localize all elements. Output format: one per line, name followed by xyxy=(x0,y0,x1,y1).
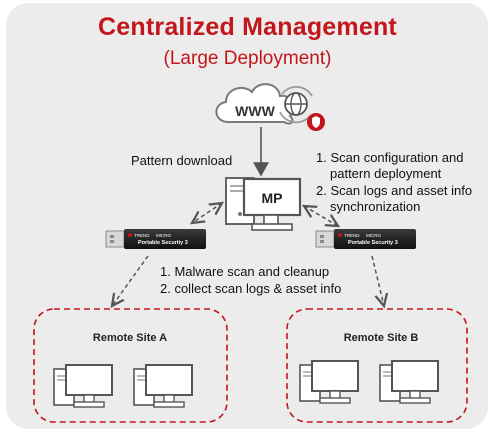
computer-icon xyxy=(53,364,113,408)
usb-stick-right: TREND MICRO Portable Security 3 xyxy=(315,229,416,249)
usb-left-brand: TREND xyxy=(134,233,150,238)
usb-stick-left: TREND MICRO Portable Security 3 xyxy=(105,229,206,249)
right-step2-line1: 2. Scan logs and asset info xyxy=(316,183,473,198)
middle-step1: 1. Malware scan and cleanup xyxy=(160,264,330,279)
mp-label: MP xyxy=(262,190,283,206)
mp-server-computer: MP xyxy=(225,177,302,231)
right-step1-line1: 1. Scan configuration and xyxy=(316,150,464,165)
right-step2-line2: synchronization xyxy=(330,199,421,214)
remote-site-a-box xyxy=(33,308,228,423)
usb-right-brand2: MICRO xyxy=(366,233,381,238)
usb-to-site-b-arrow xyxy=(371,255,384,306)
globe-icon xyxy=(284,92,308,116)
computer-icon xyxy=(133,364,193,408)
usb-right-brand: TREND xyxy=(344,233,360,238)
right-step1-line2: pattern deployment xyxy=(330,166,442,181)
diagram-title: Centralized Management xyxy=(98,13,397,41)
diagram-subtitle: (Large Deployment) xyxy=(163,48,332,69)
usb-left-brand2: MICRO xyxy=(156,233,171,238)
computer-icon xyxy=(299,360,359,404)
pattern-download-label: Pattern download xyxy=(131,153,233,168)
computer-icon xyxy=(379,360,439,404)
cloud-icon: WWW xyxy=(215,83,295,125)
middle-step2: 2. collect scan logs & asset info xyxy=(160,281,342,296)
remote-site-b-label: Remote Site B xyxy=(344,332,419,344)
mp-usb-left-arrow xyxy=(192,203,222,223)
shield-icon xyxy=(307,113,325,131)
sync-icon xyxy=(279,85,313,124)
cloud-label: WWW xyxy=(235,103,275,119)
usb-right-product: Portable Security 3 xyxy=(348,240,398,246)
remote-site-b-box xyxy=(286,308,468,423)
remote-site-a-label: Remote Site A xyxy=(93,332,167,344)
usb-to-site-a-arrow xyxy=(112,255,149,306)
usb-left-product: Portable Security 3 xyxy=(138,240,188,246)
